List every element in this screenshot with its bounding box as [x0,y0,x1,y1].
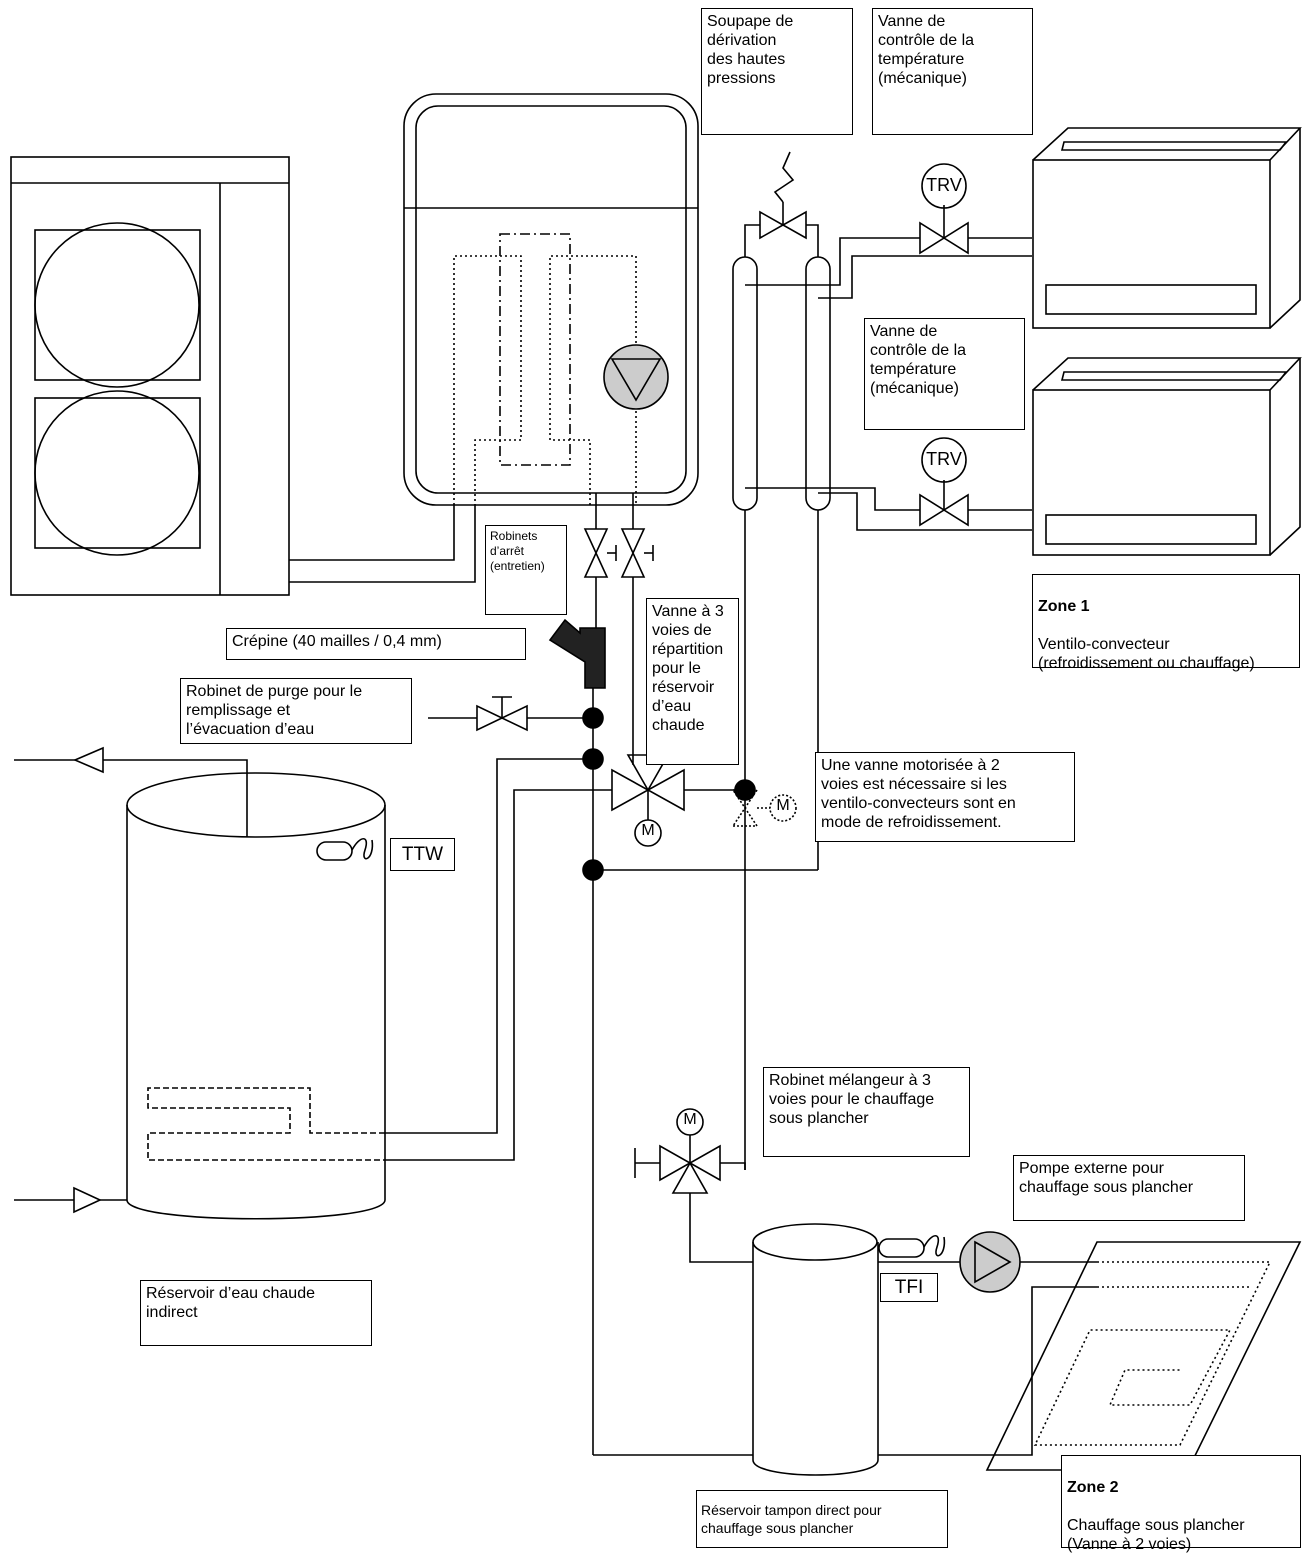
tfi-tag: TFI [880,1273,938,1302]
shutoff-valve-icon [620,528,654,578]
trv-icon [921,437,967,483]
hot-water-tank [14,746,386,1220]
strainer-icon [548,618,606,689]
underfloor-heating-loop [985,1241,1302,1471]
motorized-2way-valve-icon [731,789,797,827]
label-shutoff-valves: Robinets d’arrêt (entretien) [485,525,567,615]
indoor-unit [403,93,699,506]
ttw-tag: TTW [390,838,455,871]
label-mixing-valve: Robinet mélangeur à 3 voies pour le chau… [763,1067,970,1157]
label-motorized-2way: Une vanne motorisée à 2 voies est nécess… [815,752,1075,842]
hydraulic-separator [732,151,831,511]
motor-label-2way: M [776,797,790,814]
label-temp-valve-2: Vanne de contrôle de la température (méc… [864,318,1025,430]
label-bypass-valve: Soupape de dérivation des hautes pressio… [701,8,853,135]
buffer-tank [752,1223,879,1476]
label-strainer: Crépine (40 mailles / 0,4 mm) [226,628,526,660]
trv-icon [921,163,967,209]
label-drain-valve: Robinet de purge pour le remplissage et … [180,678,412,744]
label-three-way-diverter: Vanne à 3 voies de répartition pour le r… [646,598,739,765]
label-external-pump: Pompe externe pour chauffage sous planch… [1013,1155,1245,1221]
label-zone1: Zone 1 Ventilo-convecteur (refroidisseme… [1032,574,1300,672]
zone1-title: Zone 1 [1038,598,1090,615]
zone2-title: Zone 2 [1067,1479,1119,1496]
label-buffer-tank: Réservoir tampon direct pour chauffage s… [696,1490,948,1548]
label-hot-water-tank: Réservoir d’eau chaude indirect [140,1280,372,1346]
indoor-pump-icon [603,344,669,410]
label-temp-valve-1: Vanne de contrôle de la température (méc… [872,8,1033,135]
outdoor-unit [10,156,290,596]
trv-label-2: TRV [926,449,962,469]
fan-coil-unit-2 [1032,357,1302,556]
fan-coil-unit-1 [1032,127,1302,329]
motor-label-diverter: M [641,822,655,839]
trv-label-1: TRV [926,175,962,195]
zone1-desc: Ventilo-convecteur (refroidissement ou c… [1038,636,1255,672]
label-zone2: Zone 2 Chauffage sous plancher (Vanne à … [1061,1455,1301,1553]
motor-label-mixing: M [683,1111,697,1128]
shutoff-valve-icon [583,528,617,578]
